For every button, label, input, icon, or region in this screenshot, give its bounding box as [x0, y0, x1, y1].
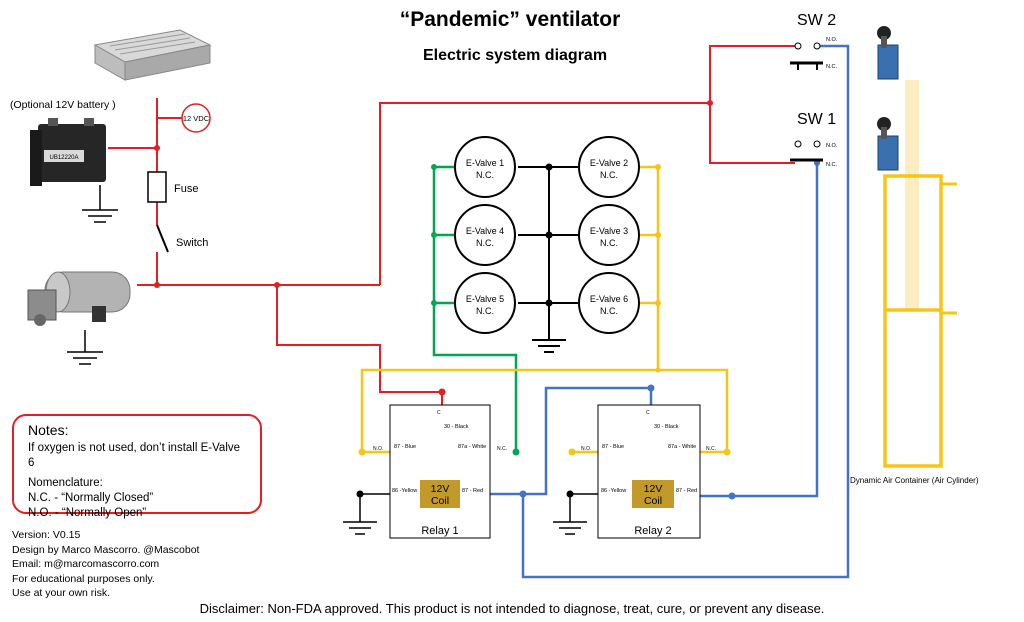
pin86-label: 86 -Yellow	[392, 488, 417, 494]
notes-line-3: N.C. - “Normally Closed”	[28, 492, 154, 504]
pin87a-label: 87a - White	[458, 444, 486, 450]
coil-bottom-label: Coil	[644, 495, 662, 507]
pin87-label: 87 - Blue	[394, 444, 416, 450]
pin86-label: 86 -Yellow	[601, 488, 626, 494]
sw2-nc-label: N.C.	[826, 64, 837, 70]
fuse-icon	[147, 171, 167, 203]
air-cylinder-icon	[883, 80, 957, 468]
valve-name: E-Valve 1	[466, 158, 504, 168]
relay-label: Relay 1	[421, 525, 458, 537]
power-supply-icon	[93, 29, 212, 81]
valve-ground-bus	[518, 166, 580, 353]
edu-text: For educational purposes only.	[12, 572, 155, 585]
nc-label: N.C.	[497, 446, 507, 452]
battery-brand-label: UB12220A	[49, 155, 78, 161]
green-wiring	[432, 165, 518, 452]
valve-state: N.C.	[476, 238, 494, 248]
nc-label: N.C.	[706, 446, 716, 452]
sw2-label: SW 2	[797, 12, 836, 29]
valve-name: E-Valve 6	[590, 294, 628, 304]
sw2-switch-icon	[790, 42, 823, 70]
compressor-icon	[27, 271, 131, 326]
coil-top-label: 12V	[644, 483, 663, 495]
diagram-subtitle: Electric system diagram	[422, 47, 608, 64]
sw2-no-label: N.O.	[826, 37, 838, 43]
valve-e-valve-2: E-Valve 2 N.C.	[578, 136, 640, 198]
credits: Version: V0.15 Design by Marco Mascorro.…	[12, 528, 199, 601]
no-label: N.O.	[581, 446, 591, 452]
relay-2-ground-icon	[553, 493, 598, 535]
valve-name: E-Valve 2	[590, 158, 628, 168]
notes-line-2: Nomenclature:	[28, 477, 103, 489]
disclaimer: Disclaimer: Non-FDA approved. This produ…	[199, 601, 825, 616]
limit-switch-1-icon	[877, 117, 899, 171]
switch-icon	[156, 224, 169, 253]
c-label: C	[437, 410, 441, 416]
cylinder-label: Dynamic Air Container (Air Cylinder)	[850, 476, 979, 485]
compressor-ground-icon	[67, 330, 103, 365]
valve-name: E-Valve 5	[466, 294, 504, 304]
pin87r-label: 87 - Red	[462, 488, 483, 494]
relay-2-coil	[632, 480, 674, 508]
pin87r-label: 87 - Red	[676, 488, 697, 494]
limit-switch-2-icon	[877, 26, 899, 80]
battery-icon: UB12220A	[30, 118, 106, 186]
pin30-label: 30 - Black	[444, 424, 469, 430]
sw1-label: SW 1	[797, 111, 836, 128]
valve-e-valve-1: E-Valve 1 N.C.	[454, 136, 516, 198]
pin87-label: 87 - Blue	[602, 444, 624, 450]
pin87a-label: 87a - White	[668, 444, 696, 450]
valve-e-valve-6: E-Valve 6 N.C.	[578, 272, 640, 334]
notes-box: Notes: If oxygen is not used, don’t inst…	[12, 414, 262, 519]
valve-state: N.C.	[476, 170, 494, 180]
valve-name: E-Valve 3	[590, 226, 628, 236]
battery-label: (Optional 12V battery )	[10, 99, 116, 111]
voltage-label: 12 VDC	[183, 114, 210, 123]
valve-e-valve-3: E-Valve 3 N.C.	[578, 204, 640, 266]
yellow-wiring	[360, 165, 729, 454]
sw1-nc-label: N.C.	[826, 162, 837, 168]
email-text: Email: m@marcomascorro.com	[12, 558, 160, 570]
valve-state: N.C.	[600, 306, 618, 316]
pin30-label: 30 - Black	[654, 424, 679, 430]
battery-ground-icon	[82, 185, 118, 223]
valve-state: N.C.	[476, 306, 494, 316]
diagram-title: “Pandemic” ventilator	[399, 8, 621, 31]
relay-label: Relay 2	[634, 525, 671, 537]
notes-line-1: If oxygen is not used, don’t install E-V…	[28, 442, 241, 469]
no-label: N.O.	[373, 446, 383, 452]
valve-e-valve-4: E-Valve 4 N.C.	[454, 204, 516, 266]
fuse-label: Fuse	[174, 183, 198, 195]
notes-line-4: N.O. - “Normally Open”	[28, 507, 147, 519]
valve-name: E-Valve 4	[466, 226, 504, 236]
design-text: Design by Marco Mascorro. @Mascobot	[12, 543, 200, 556]
coil-top-label: 12V	[431, 483, 450, 495]
valve-state: N.C.	[600, 170, 618, 180]
relay-2: 12V Coil 30 - Black 87 - Blue 87a - Whit…	[581, 404, 716, 539]
relay-1-coil	[420, 480, 460, 508]
coil-bottom-label: Coil	[431, 495, 449, 507]
sw1-no-label: N.O.	[826, 143, 838, 149]
notes-title: Notes:	[28, 422, 69, 438]
relay-1-ground-icon	[343, 493, 390, 535]
risk-text: Use at your own risk.	[12, 587, 111, 599]
valve-state: N.C.	[600, 238, 618, 248]
relay-1: 12V Coil 30 - Black 87 - Blue 87a - Whit…	[373, 404, 507, 539]
valve-e-valve-5: E-Valve 5 N.C.	[454, 272, 516, 334]
switch-label: Switch	[176, 237, 208, 249]
version-text: Version: V0.15	[12, 529, 81, 541]
sw1-switch-icon	[790, 140, 823, 162]
c-label: C	[646, 410, 650, 416]
